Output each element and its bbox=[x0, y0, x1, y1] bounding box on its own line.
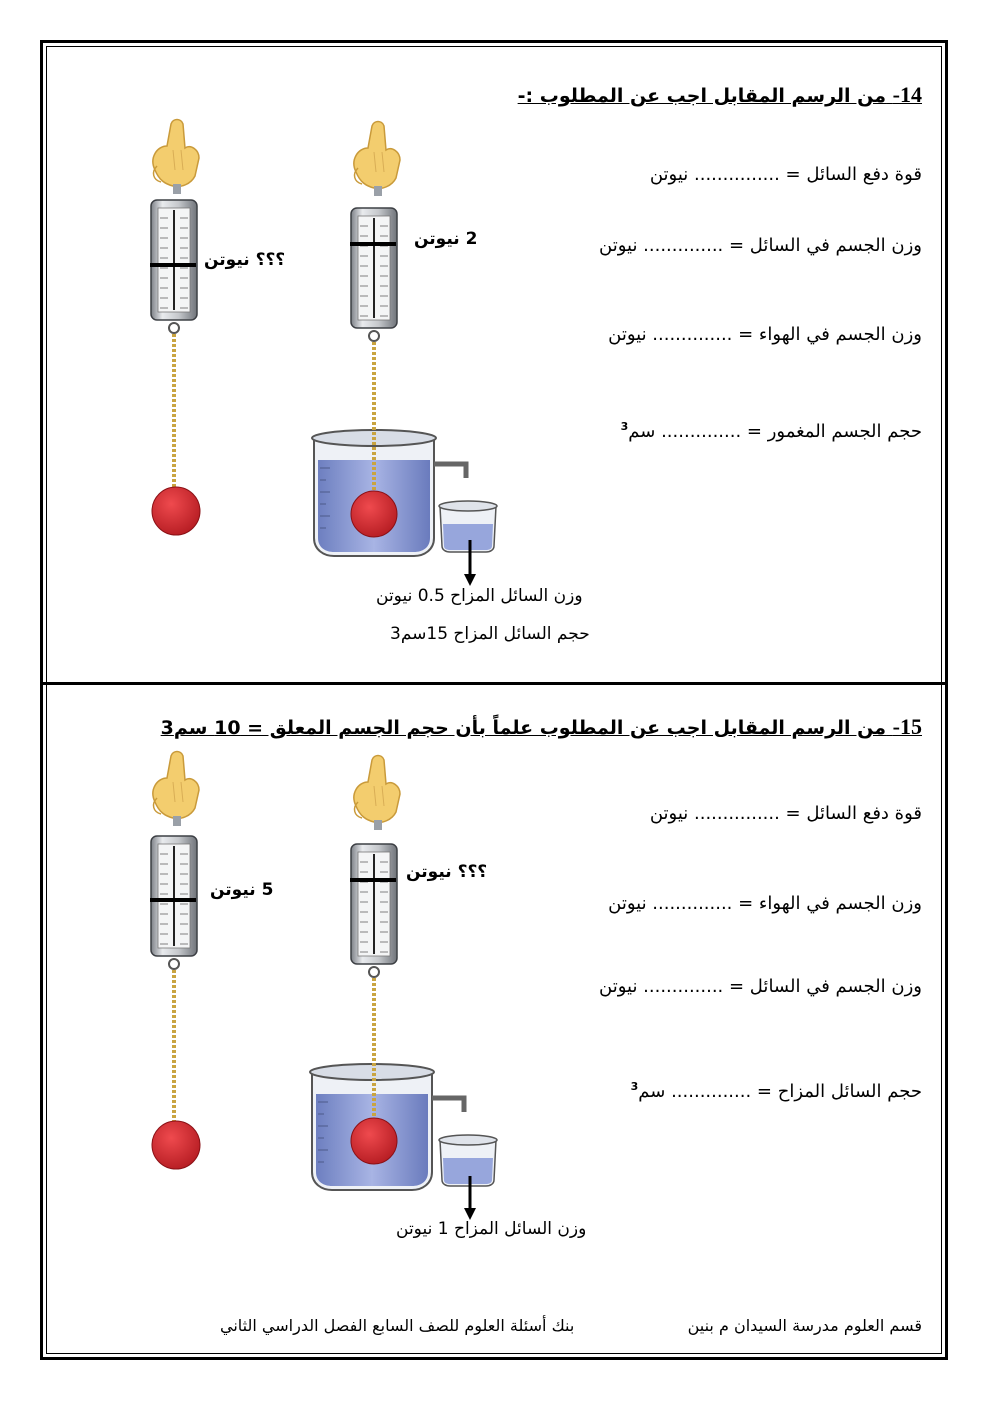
section-divider bbox=[40, 682, 948, 685]
q15-line-weight-air: وزن الجسم في الهواء = .............. نيو… bbox=[608, 893, 922, 914]
q14-scale-air bbox=[150, 118, 201, 536]
q15-line-volume-text: حجم السائل المزاح = .............. سم bbox=[638, 1081, 922, 1102]
q15-cube-superscript: 3 bbox=[630, 1080, 639, 1093]
q14-label-liquid: 2 نيوتن bbox=[414, 229, 478, 249]
q15-title-text: من الرسم المقابل اجب عن المطلوب علماً بأ… bbox=[160, 717, 887, 739]
q15-caption-weight: وزن السائل المزاح 1 نيوتن bbox=[396, 1219, 587, 1239]
q14-title-text: من الرسم المقابل اجب عن المطلوب :- bbox=[517, 85, 887, 107]
q14-caption-volume: حجم السائل المزاح 15سم3 bbox=[390, 624, 590, 644]
q15-number: 15- bbox=[892, 714, 922, 739]
footer-school: قسم العلوم مدرسة السيدان م بنين bbox=[687, 1316, 922, 1335]
q14-cube-superscript: 3 bbox=[620, 420, 629, 433]
page-border-outer bbox=[40, 40, 948, 1360]
q15-scale-air bbox=[150, 750, 201, 1170]
q15-label-liquid: ؟؟؟ نيوتن bbox=[406, 862, 488, 882]
q14-line-weight-air: وزن الجسم في الهواء = .............. نيو… bbox=[608, 324, 922, 345]
q14-line-weight-liquid: وزن الجسم في السائل = .............. نيو… bbox=[599, 235, 922, 256]
q15-scale-liquid bbox=[310, 754, 498, 1220]
footer-bank-title: بنك أسئلة العلوم للصف السابع الفصل الدرا… bbox=[220, 1316, 575, 1335]
q14-number: 14- bbox=[892, 82, 922, 107]
q15-label-air: 5 نيوتن bbox=[210, 880, 274, 900]
q15-title: 15- من الرسم المقابل اجب عن المطلوب علما… bbox=[161, 714, 922, 740]
q14-scale-liquid bbox=[312, 120, 498, 586]
q14-caption-weight: وزن السائل المزاح 0.5 نيوتن bbox=[376, 586, 583, 606]
q14-title: 14- من الرسم المقابل اجب عن المطلوب :- bbox=[518, 82, 922, 108]
q14-line-volume-text: حجم الجسم المغمور = .............. سم bbox=[628, 421, 922, 442]
q14-label-air: ؟؟؟ نيوتن bbox=[204, 250, 286, 270]
q14-line-volume: حجم الجسم المغمور = .............. سم3 bbox=[621, 420, 922, 442]
q14-line-buoyancy: قوة دفع السائل = ............... نيوتن bbox=[649, 164, 922, 185]
q15-line-volume: حجم السائل المزاح = .............. سم3 bbox=[631, 1080, 922, 1102]
q15-line-buoyancy: قوة دفع السائل = ............... نيوتن bbox=[649, 803, 922, 824]
page-border-inner bbox=[46, 46, 942, 1354]
q15-line-weight-liquid: وزن الجسم في السائل = .............. نيو… bbox=[599, 976, 922, 997]
